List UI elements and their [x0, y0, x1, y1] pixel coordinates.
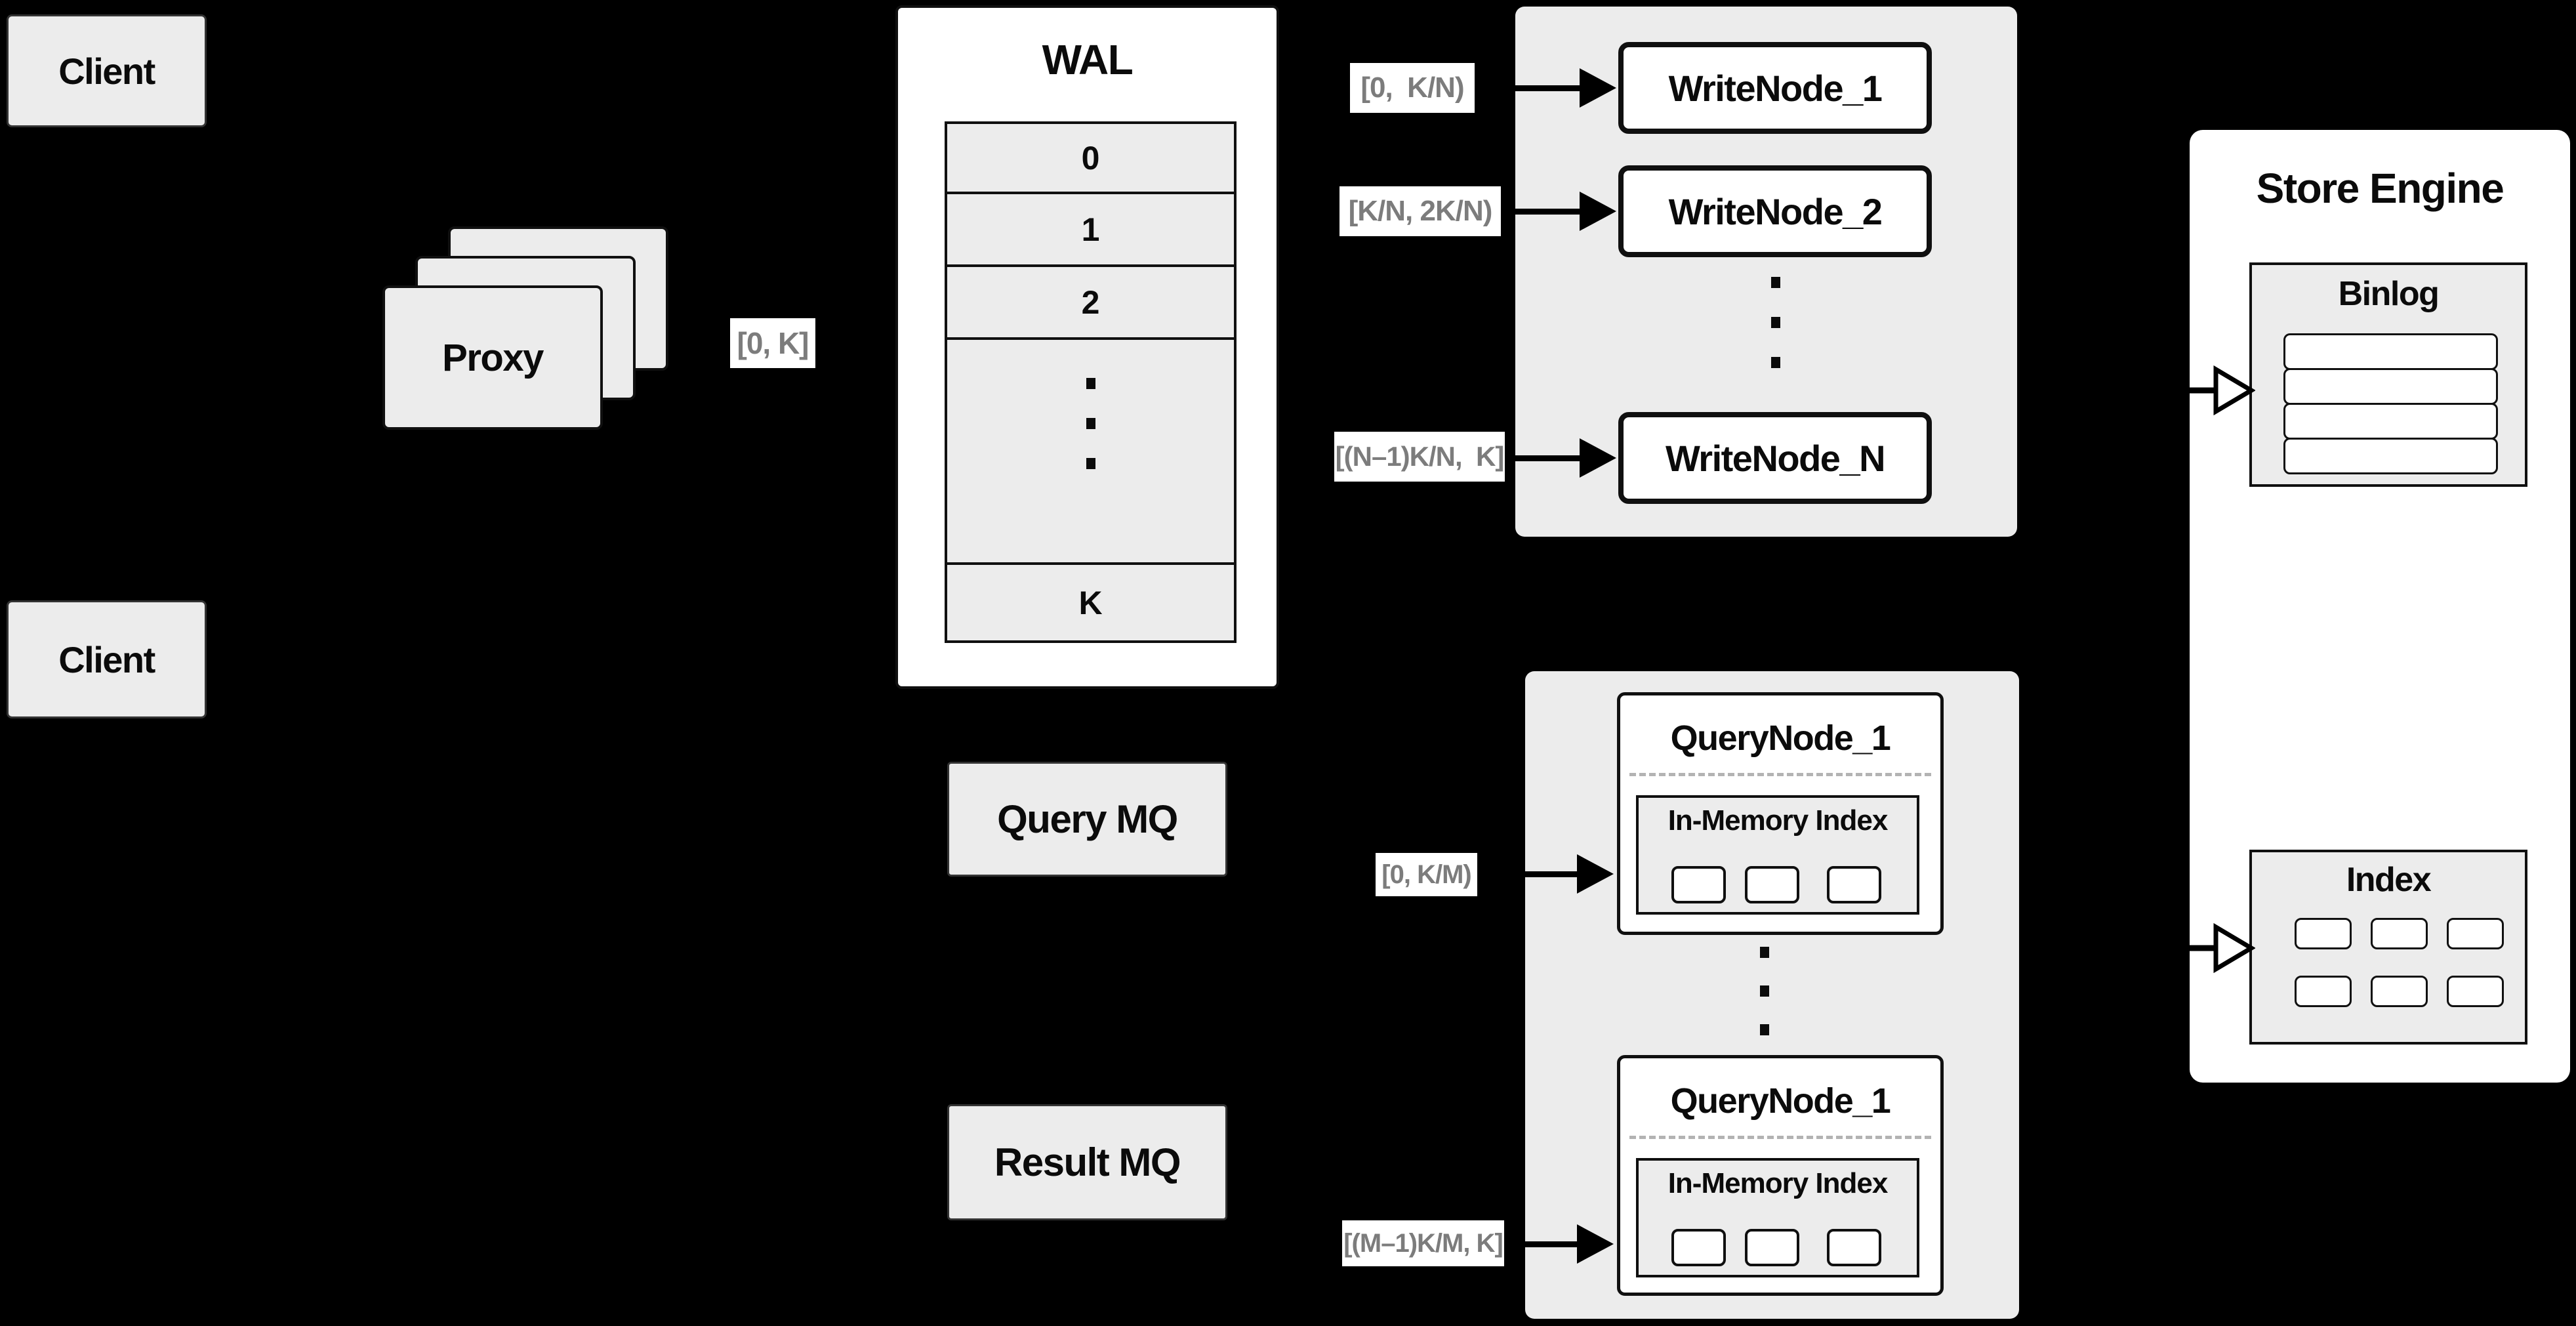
- store-engine-panel: Store Engine Binlog Index: [2190, 130, 2570, 1083]
- segment-cell: [1671, 1229, 1726, 1266]
- write-node-1-label: WriteNode_1: [1668, 67, 1883, 109]
- binlog-box: Binlog: [2249, 262, 2527, 487]
- range-chip-query-m: [(M–1)K/M, K]: [1342, 1220, 1504, 1266]
- in-memory-index-box-top: In-Memory Index: [1636, 795, 1919, 915]
- range-chip-write-2: [K/N, 2K/N): [1339, 186, 1501, 236]
- index-cell: [2295, 976, 2352, 1007]
- store-engine-title: Store Engine: [2256, 165, 2504, 212]
- query-node-bottom: QueryNode_1 In-Memory Index: [1617, 1055, 1944, 1296]
- arrow-right-icon: [1580, 192, 1616, 231]
- binlog-row: [2283, 438, 2498, 474]
- dashed-divider: [1629, 773, 1931, 776]
- wal-title: WAL: [1042, 36, 1134, 83]
- query-mq-label: Query MQ: [997, 797, 1178, 841]
- segment-cell: [1827, 1229, 1881, 1266]
- segment-cell: [1745, 866, 1799, 903]
- index-cell: [2371, 976, 2428, 1007]
- proxy-card-front: Proxy: [382, 285, 603, 430]
- wal-row-k: K: [947, 562, 1234, 640]
- wal-row-2: 2: [947, 264, 1234, 337]
- segment-cell: [1671, 866, 1726, 903]
- binlog-rows: [2283, 333, 2498, 474]
- binlog-row: [2283, 403, 2498, 440]
- open-arrow-right-icon: [2190, 923, 2255, 973]
- wal-row-0: 0: [1081, 139, 1100, 176]
- index-title: Index: [2346, 861, 2432, 899]
- write-node-2: WriteNode_2: [1618, 165, 1932, 257]
- vertical-ellipsis-icon: [1086, 378, 1095, 469]
- result-mq-box: Result MQ: [947, 1104, 1227, 1220]
- vertical-ellipsis-icon: [1771, 277, 1780, 368]
- index-cell: [2447, 976, 2504, 1007]
- write-node-n: WriteNode_N: [1618, 412, 1932, 504]
- client-top-label: Client: [58, 50, 155, 92]
- write-node-2-label: WriteNode_2: [1668, 190, 1883, 232]
- range-chip-proxy-wal: [0, K]: [730, 318, 815, 368]
- client-box-bottom: Client: [7, 600, 207, 718]
- arrow-right-icon: [1580, 68, 1616, 108]
- vertical-ellipsis-icon: [1760, 947, 1769, 1035]
- open-arrow-right-icon: [2190, 365, 2255, 415]
- write-node-1: WriteNode_1: [1618, 42, 1932, 134]
- in-memory-index-bottom-label: In-Memory Index: [1667, 1167, 1889, 1199]
- wal-segment-table: 0 1 2 K: [945, 121, 1237, 643]
- client-bottom-label: Client: [58, 638, 155, 680]
- index-cell: [2447, 918, 2504, 949]
- wal-row-1: 1: [947, 192, 1234, 264]
- range-chip-write-n: [(N–1)K/N, K]: [1334, 432, 1505, 482]
- arrow-right-icon: [1577, 854, 1614, 894]
- client-box-top: Client: [7, 14, 207, 127]
- segment-cell: [1827, 866, 1881, 903]
- proxy-label: Proxy: [442, 336, 544, 379]
- segment-cell: [1745, 1229, 1799, 1266]
- binlog-row: [2283, 333, 2498, 370]
- range-chip-query-1: [0, K/M): [1376, 853, 1477, 896]
- query-node-top-title: QueryNode_1: [1670, 718, 1891, 758]
- wal-row-ellipsis: [947, 337, 1234, 562]
- query-node-top: QueryNode_1 In-Memory Index: [1617, 692, 1944, 935]
- range-chip-write-1: [0, K/N): [1350, 63, 1475, 113]
- index-box: Index: [2249, 850, 2527, 1045]
- index-cell: [2371, 918, 2428, 949]
- binlog-row: [2283, 368, 2498, 405]
- in-memory-index-top-label: In-Memory Index: [1667, 804, 1889, 837]
- query-mq-box: Query MQ: [947, 762, 1227, 877]
- query-node-bottom-title: QueryNode_1: [1670, 1081, 1891, 1121]
- wal-box: WAL 0 1 2 K: [895, 5, 1279, 689]
- arrow-right-icon: [1580, 438, 1616, 478]
- write-node-n-label: WriteNode_N: [1665, 437, 1886, 479]
- dashed-divider: [1629, 1136, 1931, 1139]
- result-mq-label: Result MQ: [994, 1140, 1181, 1184]
- arrow-right-icon: [1577, 1224, 1614, 1264]
- binlog-title: Binlog: [2338, 275, 2440, 313]
- in-memory-index-box-bottom: In-Memory Index: [1636, 1158, 1919, 1277]
- index-cell: [2295, 918, 2352, 949]
